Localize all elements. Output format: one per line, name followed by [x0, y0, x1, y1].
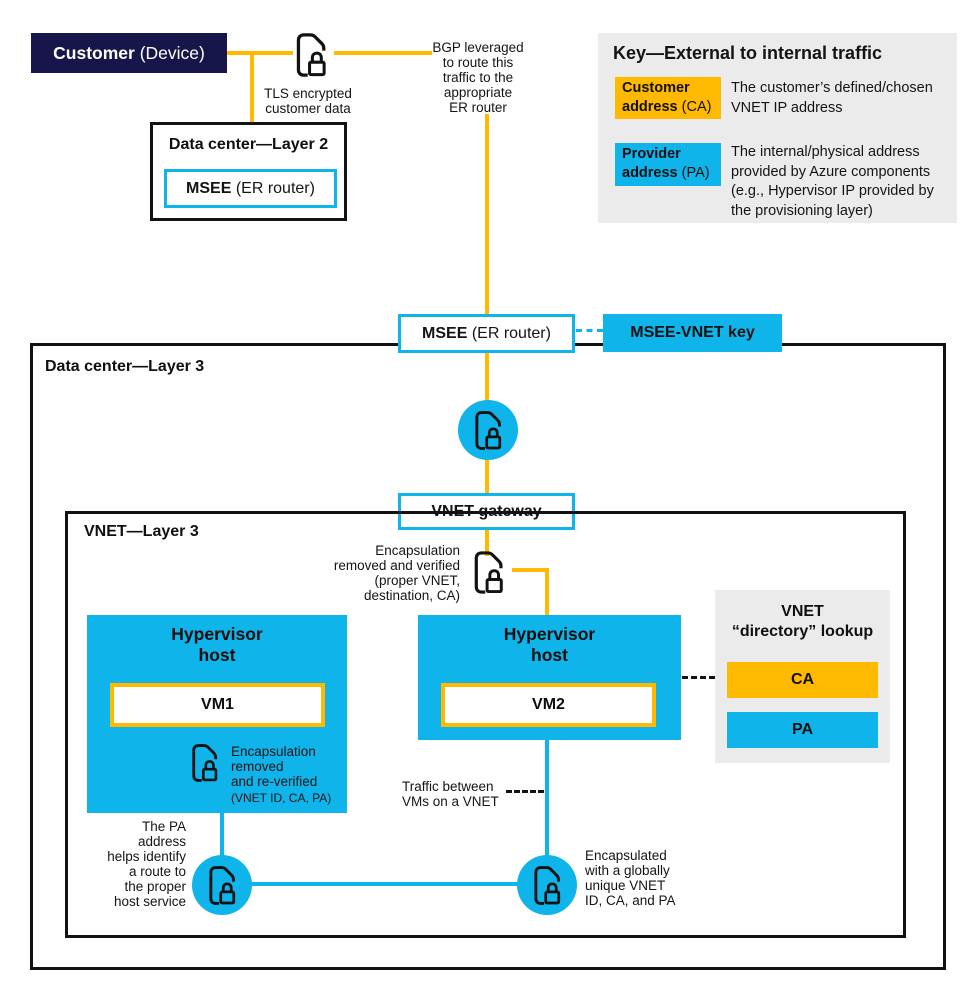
- encrypted-data-lock-icon: [192, 744, 221, 783]
- datacenter-layer2-title: Data center—Layer 2: [168, 136, 329, 153]
- msee-layer2-box: MSEE (ER router): [164, 169, 337, 208]
- tls-encrypted-label: TLS encrypted customer data: [264, 86, 352, 116]
- host2-to-lockcircle-line: [545, 739, 549, 857]
- encapsulation-verified-label: Encapsulation removed and verified (prop…: [333, 543, 460, 603]
- datacenter-layer3-title: Data center—Layer 3: [45, 358, 205, 375]
- encrypted-data-lock-circle: [517, 855, 577, 915]
- customer-device-box: Customer (Device): [31, 33, 227, 73]
- datacenter-layer2-box: [150, 122, 347, 221]
- lockcircle-to-gateway-line: [485, 458, 489, 494]
- encrypted-data-lock-icon: [474, 551, 507, 595]
- gateway-to-lock-line: [485, 527, 489, 556]
- vm2-box: VM2: [441, 683, 656, 727]
- vnet-layer3-title: VNET—Layer 3: [84, 523, 199, 540]
- host2-to-directory-dashed-line: [682, 676, 715, 679]
- key-panel: [598, 33, 957, 223]
- hypervisor-host1-title: Hypervisor host: [171, 624, 263, 665]
- msee-to-key-dashed-line: [576, 329, 603, 332]
- msee-layer2-label: MSEE (ER router): [186, 179, 315, 197]
- encrypted-data-lock-icon: [208, 865, 239, 906]
- encapsulated-unique-label: Encapsulated with a globally unique VNET…: [585, 848, 676, 908]
- hypervisor-host2-title: Hypervisor host: [503, 624, 596, 665]
- key-provider-address-desc: The internal/physical address provided b…: [731, 144, 934, 219]
- customer-device-label: Customer (Device): [53, 42, 205, 63]
- encrypted-data-lock-icon: [533, 865, 564, 906]
- lock-to-host2-line-h: [512, 568, 549, 572]
- traffic-between-vms-label: Traffic between VMs on a VNET: [402, 779, 499, 809]
- host1-to-lockcircle-line: [220, 810, 224, 857]
- key-title: Key—External to internal traffic: [613, 43, 883, 63]
- key-customer-address-desc: The customer’s defined/chosen VNET IP ad…: [731, 80, 933, 116]
- customer-to-datacenter-line: [250, 51, 254, 123]
- bgp-leveraged-label: BGP leveraged to route this traffic to t…: [432, 40, 524, 115]
- lock-to-bgp-line: [334, 51, 432, 55]
- key-provider-address-swatch: Provider address (PA): [615, 143, 721, 186]
- lock-to-host2-line-v: [545, 568, 549, 617]
- directory-pa-bar: PA: [727, 712, 878, 748]
- lockcircle-to-lockcircle-line: [251, 882, 519, 886]
- msee-router-label: MSEE (ER router): [422, 324, 551, 342]
- encapsulation-reverified-label: Encapsulation removed and re-verified: [231, 744, 318, 789]
- directory-ca-bar: CA: [727, 662, 878, 698]
- msee-router-box: MSEE (ER router): [398, 314, 575, 353]
- encrypted-data-lock-circle: [458, 400, 518, 460]
- vm1-box: VM1: [110, 683, 325, 727]
- encrypted-data-lock-icon: [296, 33, 330, 78]
- encrypted-data-lock-icon: [474, 410, 505, 451]
- encapsulation-reverified-detail: (VNET ID, CA, PA): [231, 791, 332, 805]
- msee-vnet-key-box: MSEE-VNET key: [603, 314, 782, 352]
- encrypted-data-lock-circle: [192, 855, 252, 915]
- bgp-to-msee-line: [485, 114, 489, 315]
- msee-to-lockcircle-line: [485, 351, 489, 402]
- vnet-directory-title: VNET “directory” lookup: [731, 603, 874, 640]
- vnet-layer3-box: [65, 511, 906, 938]
- key-customer-address-swatch: Customer address (CA): [615, 77, 721, 119]
- customer-to-lock-line: [227, 51, 293, 55]
- pa-route-label: The PA address helps identify a route to…: [107, 819, 186, 909]
- traffic-label-dashed-line: [506, 790, 544, 793]
